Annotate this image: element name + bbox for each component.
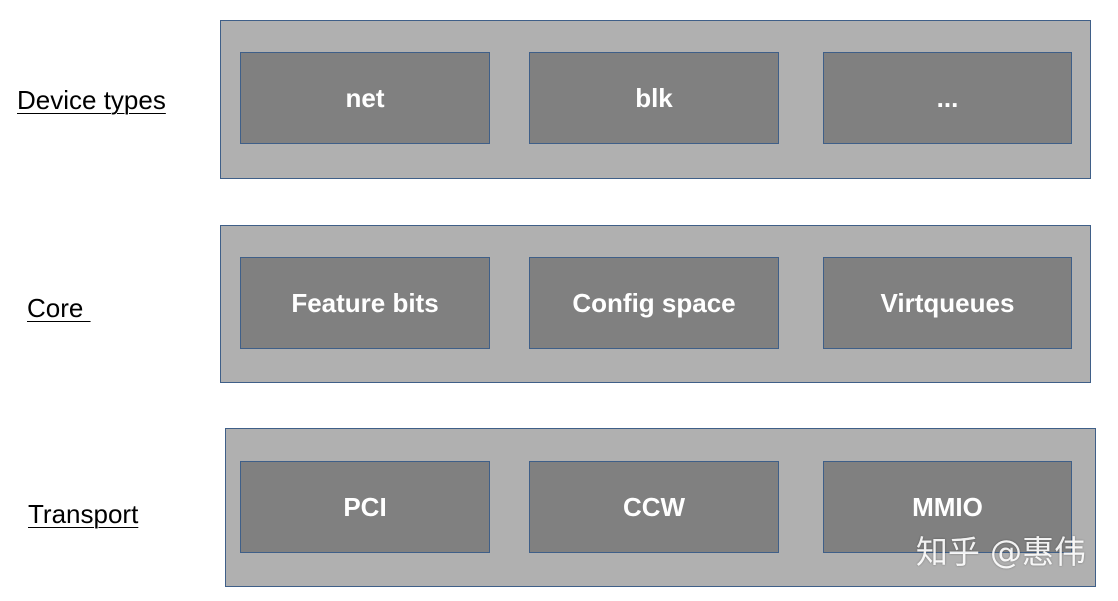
block-blk: blk bbox=[529, 52, 779, 144]
watermark-text: 知乎 @惠伟 bbox=[915, 533, 1086, 571]
block-feature-bits: Feature bits bbox=[240, 257, 490, 349]
block-ccw: CCW bbox=[529, 461, 779, 553]
block-pci: PCI bbox=[240, 461, 490, 553]
layer-label-transport: Transport bbox=[28, 499, 139, 529]
block-ellipsis: ... bbox=[823, 52, 1072, 144]
block-virtqueues: Virtqueues bbox=[823, 257, 1072, 349]
block-config-space: Config space bbox=[529, 257, 779, 349]
layer-label-core: Core bbox=[27, 293, 91, 323]
layer-panel-core: Feature bits Config space Virtqueues bbox=[220, 225, 1091, 383]
block-mmio: MMIO bbox=[823, 461, 1072, 553]
layer-panel-device-types: net blk ... bbox=[220, 20, 1091, 179]
layer-panel-transport: PCI CCW MMIO bbox=[225, 428, 1096, 587]
layer-label-device-types: Device types bbox=[17, 85, 166, 115]
block-net: net bbox=[240, 52, 490, 144]
